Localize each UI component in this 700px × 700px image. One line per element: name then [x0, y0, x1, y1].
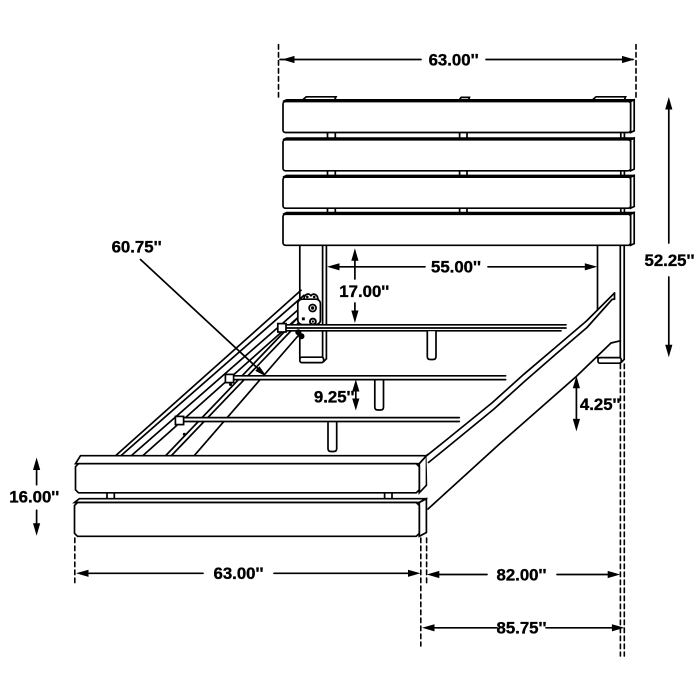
svg-text:60.75'': 60.75''	[112, 238, 162, 257]
svg-text:63.00'': 63.00''	[214, 564, 264, 583]
svg-text:55.00'': 55.00''	[431, 258, 481, 277]
svg-text:82.00'': 82.00''	[497, 565, 547, 584]
svg-text:52.25'': 52.25''	[645, 251, 695, 270]
svg-text:63.00'': 63.00''	[429, 50, 479, 69]
svg-text:4.25'': 4.25''	[580, 395, 621, 414]
svg-text:85.75'': 85.75''	[497, 619, 547, 638]
svg-text:16.00'': 16.00''	[9, 487, 59, 506]
svg-text:9.25'': 9.25''	[314, 387, 355, 406]
svg-text:17.00'': 17.00''	[339, 282, 389, 301]
